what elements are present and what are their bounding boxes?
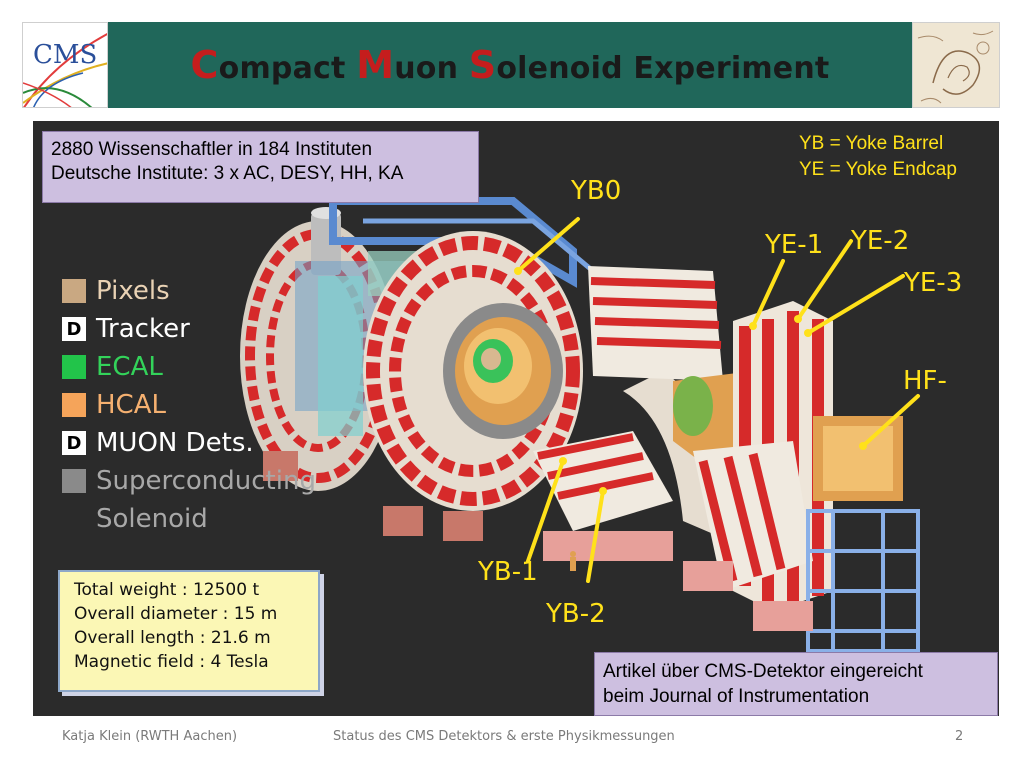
legend-item-ecal: ECAL xyxy=(62,348,362,386)
legend-swatch-ecal xyxy=(62,355,86,379)
label-yb1: YB-1 xyxy=(478,557,538,587)
footer-author: Katja Klein (RWTH Aachen) xyxy=(62,729,238,744)
legend-item-muon: D MUON Dets. xyxy=(62,424,362,462)
footer-talk-title: Status des CMS Detektors & erste Physikm… xyxy=(333,729,675,744)
cms-logo-text: CMS xyxy=(33,40,97,70)
article-info-box: Artikel über CMS-Detektor eingereicht be… xyxy=(594,652,998,716)
spec-diameter: Overall diameter : 15 m xyxy=(74,604,278,624)
legend-swatch-pixels xyxy=(62,279,86,303)
label-ye1: YE-1 xyxy=(765,230,824,260)
info-line-1: 2880 Wissenschaftler in 184 Instituten xyxy=(51,139,373,160)
article-line-2: beim Journal of Instrumentation xyxy=(603,686,870,707)
title-rest-3: olenoid Experiment xyxy=(496,51,830,86)
specs-box: Total weight : 12500 t Overall diameter … xyxy=(58,570,320,692)
cms-logo-graphic: CMS xyxy=(23,32,107,107)
slide-title: Compact Muon Solenoid Experiment xyxy=(191,43,830,87)
legend-item-hcal: HCAL xyxy=(62,386,362,424)
spec-length: Overall length : 21.6 m xyxy=(74,628,271,648)
yoke-legend: YB = Yoke Barrel YE = Yoke Endcap xyxy=(799,131,957,183)
sketch-graphic xyxy=(913,23,999,107)
legend-text-superconducting: Superconducting xyxy=(96,466,316,496)
yoke-legend-line-1: YB = Yoke Barrel xyxy=(799,133,944,154)
legend-text-solenoid: Solenoid xyxy=(96,504,208,534)
spec-weight: Total weight : 12500 t xyxy=(74,580,260,600)
cms-logo: CMS xyxy=(22,22,108,108)
component-legend: Pixels D Tracker ECAL HCAL D MUON Dets. … xyxy=(62,272,362,538)
legend-text-pixels: Pixels xyxy=(96,276,170,306)
legend-swatch-blank xyxy=(62,507,86,531)
title-cap-1: C xyxy=(190,43,219,87)
legend-item-solenoid-2: Solenoid xyxy=(62,500,362,538)
label-yb2: YB-2 xyxy=(546,599,606,629)
legend-swatch-muon: D xyxy=(62,431,86,455)
slide-header: CMS Compact Muon Solenoid Experiment xyxy=(22,22,1000,108)
legend-text-muon: MUON Dets. xyxy=(96,428,254,458)
collaboration-info-box: 2880 Wissenschaftler in 184 Instituten D… xyxy=(42,131,479,203)
label-ye3: YE-3 xyxy=(904,268,963,298)
label-hf: HF- xyxy=(903,366,947,396)
label-yb0: YB0 xyxy=(571,176,622,206)
footer-page-number: 2 xyxy=(955,729,964,744)
legend-item-solenoid: Superconducting xyxy=(62,462,362,500)
title-rest-2: uon xyxy=(394,51,469,86)
spec-field: Magnetic ﬁeld : 4 Tesla xyxy=(74,652,269,672)
legend-text-ecal: ECAL xyxy=(96,352,163,382)
title-cap-2: M xyxy=(356,43,395,87)
legend-swatch-hcal xyxy=(62,393,86,417)
article-line-1: Artikel über CMS-Detektor eingereicht xyxy=(603,661,923,682)
legend-item-pixels: Pixels xyxy=(62,272,362,310)
info-line-2: Deutsche Institute: 3 x AC, DESY, HH, KA xyxy=(51,163,404,184)
cms-detector-illustration xyxy=(240,197,920,653)
legend-swatch-solenoid xyxy=(62,469,86,493)
title-cap-3: S xyxy=(468,43,497,87)
title-bar: Compact Muon Solenoid Experiment xyxy=(108,22,912,108)
legend-text-tracker: Tracker xyxy=(96,314,190,344)
legend-item-tracker: D Tracker xyxy=(62,310,362,348)
legend-text-hcal: HCAL xyxy=(96,390,166,420)
title-rest-1: ompact xyxy=(218,51,357,86)
yoke-legend-line-2: YE = Yoke Endcap xyxy=(799,159,957,180)
sketch-image xyxy=(912,22,1000,108)
legend-swatch-tracker: D xyxy=(62,317,86,341)
label-ye2: YE-2 xyxy=(851,226,910,256)
